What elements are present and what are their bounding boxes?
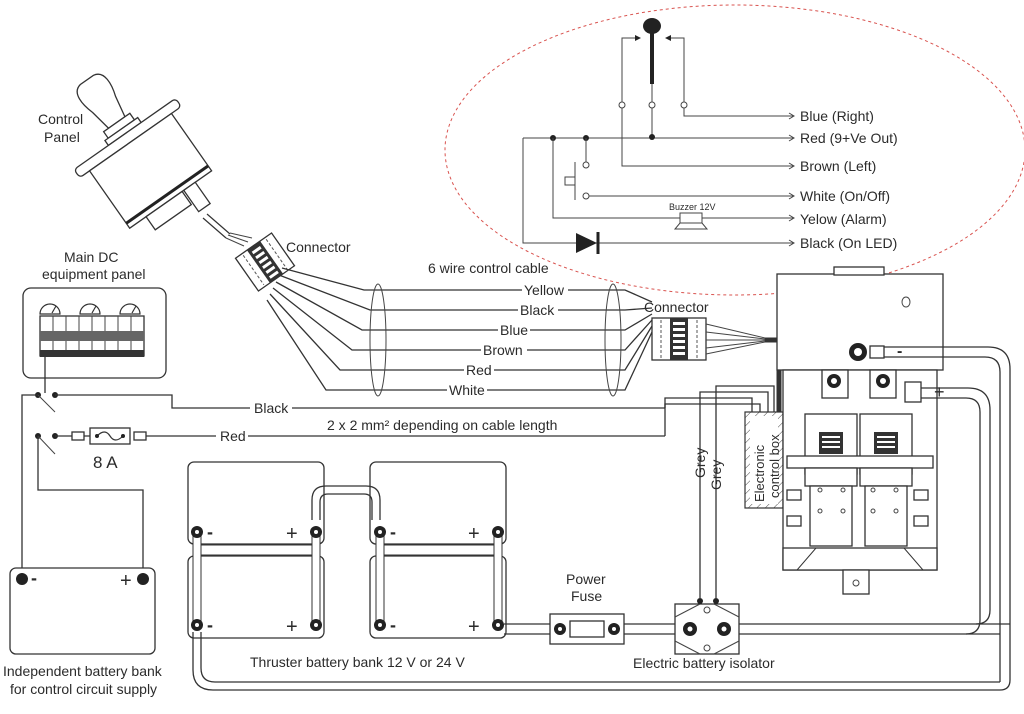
main-power-cable [504, 623, 1010, 635]
wire-label-blue: Blue [500, 322, 528, 338]
grey-wires [699, 385, 775, 598]
svg-text:-: - [390, 615, 396, 635]
thruster-battery-bank [187, 461, 1011, 691]
wire-label-black: Black [520, 302, 555, 318]
svg-text:-: - [207, 615, 213, 635]
black-supply-label: Black [254, 400, 289, 416]
battery-isolator-label: Electric battery isolator [633, 655, 775, 671]
schematic-lines: Buzzer 12V [522, 108, 795, 254]
grey-wire-label-1: Grey [692, 448, 708, 478]
independent-battery-neg-sign: - [31, 568, 37, 588]
thruster-battery-3 [369, 461, 507, 545]
arrow-left-symbol [635, 35, 641, 41]
fuse-rating-label: 8 A [93, 453, 118, 472]
thruster-battery-label: Thruster battery bank 12 V or 24 V [250, 654, 465, 670]
wire-label-yellow: Yellow [524, 282, 565, 298]
independent-battery-label-line1: Independent battery bank [3, 663, 163, 679]
output-label-blue: Blue (Right) [800, 108, 874, 124]
cable-bundle-ring-left [369, 283, 387, 397]
svg-text:+: + [468, 523, 480, 545]
power-fuse-label-line1: Power [566, 571, 606, 587]
solenoid-neg-sign: - [897, 343, 902, 360]
breaker-row [39, 315, 145, 357]
cable-label: 6 wire control cable [428, 260, 549, 276]
connector-1 [234, 232, 296, 292]
independent-battery-label-line2: for control circuit supply [10, 681, 157, 697]
joystick-knob-symbol [643, 18, 661, 34]
thruster-battery-signs: - + - + - + - + [207, 522, 480, 638]
joystick-schematic [618, 18, 688, 109]
switch-symbol [564, 176, 576, 186]
buzzer-label: Buzzer 12V [669, 202, 716, 212]
svg-text:+: + [468, 616, 480, 638]
svg-text:-: - [207, 522, 213, 542]
independent-battery [9, 567, 156, 655]
joystick-cable [202, 213, 253, 247]
svg-text:+: + [286, 523, 298, 545]
solenoid-pos-sign: + [934, 382, 945, 402]
meter-gauges [39, 303, 141, 315]
output-label-black: Black (On LED) [800, 235, 897, 251]
thruster-battery-4 [369, 555, 507, 639]
power-fuse-label-line2: Fuse [571, 588, 602, 604]
svg-text:-: - [390, 522, 396, 542]
independent-battery-pos-sign: + [120, 570, 132, 592]
connector-2-label: Connector [644, 299, 709, 315]
supply-wiring [21, 357, 761, 578]
wire-label-red: Red [466, 362, 492, 378]
control-box-label-line1: Electronic [752, 444, 767, 502]
grey-wire-label-2: Grey [708, 460, 724, 490]
thruster-battery-1 [187, 461, 325, 545]
connector-2 [651, 317, 707, 361]
main-dc-panel-label-line2: equipment panel [42, 266, 146, 282]
svg-text:+: + [286, 616, 298, 638]
output-label-yellow: Yelow (Alarm) [800, 211, 887, 227]
control-panel-label-line1: Control [38, 111, 83, 127]
main-dc-panel-label-line1: Main DC [64, 249, 118, 265]
electronic-control-box [744, 411, 784, 509]
control-panel-joystick [74, 73, 213, 231]
power-fuse [549, 613, 625, 645]
schematic-callout-ellipse [444, 4, 1024, 296]
red-supply-label: Red [220, 428, 246, 444]
solenoid-power-cables [884, 346, 1011, 682]
wire-labels: Yellow Black Blue Brown Red White [447, 282, 568, 398]
six-wire-cable [266, 267, 653, 397]
battery-isolator [674, 598, 740, 655]
output-label-brown: Brown (Left) [800, 158, 876, 174]
supply-cable-label: 2 x 2 mm² depending on cable length [327, 417, 557, 433]
joystick-lever-symbol [650, 30, 654, 84]
control-panel-label-line2: Panel [44, 129, 80, 145]
battery-negative-terminal [16, 573, 28, 585]
output-label-red: Red (9+Ve Out) [800, 130, 898, 146]
thruster-battery-2 [187, 555, 325, 639]
wire-label-brown: Brown [483, 342, 523, 358]
cable-bundle-ring-right [604, 283, 622, 397]
diode-symbol [576, 232, 600, 254]
buzzer-symbol [673, 212, 709, 230]
output-label-white: White (On/Off) [800, 188, 890, 204]
wire-label-white: White [449, 382, 485, 398]
battery-positive-terminal [137, 573, 149, 585]
thruster-solenoid-unit [776, 266, 944, 595]
fuse-8a-symbol [71, 427, 147, 445]
control-box-label-line2: control box [767, 434, 782, 498]
arrow-right-symbol [665, 35, 671, 41]
main-dc-panel [22, 287, 167, 379]
connector-1-label: Connector [286, 239, 351, 255]
